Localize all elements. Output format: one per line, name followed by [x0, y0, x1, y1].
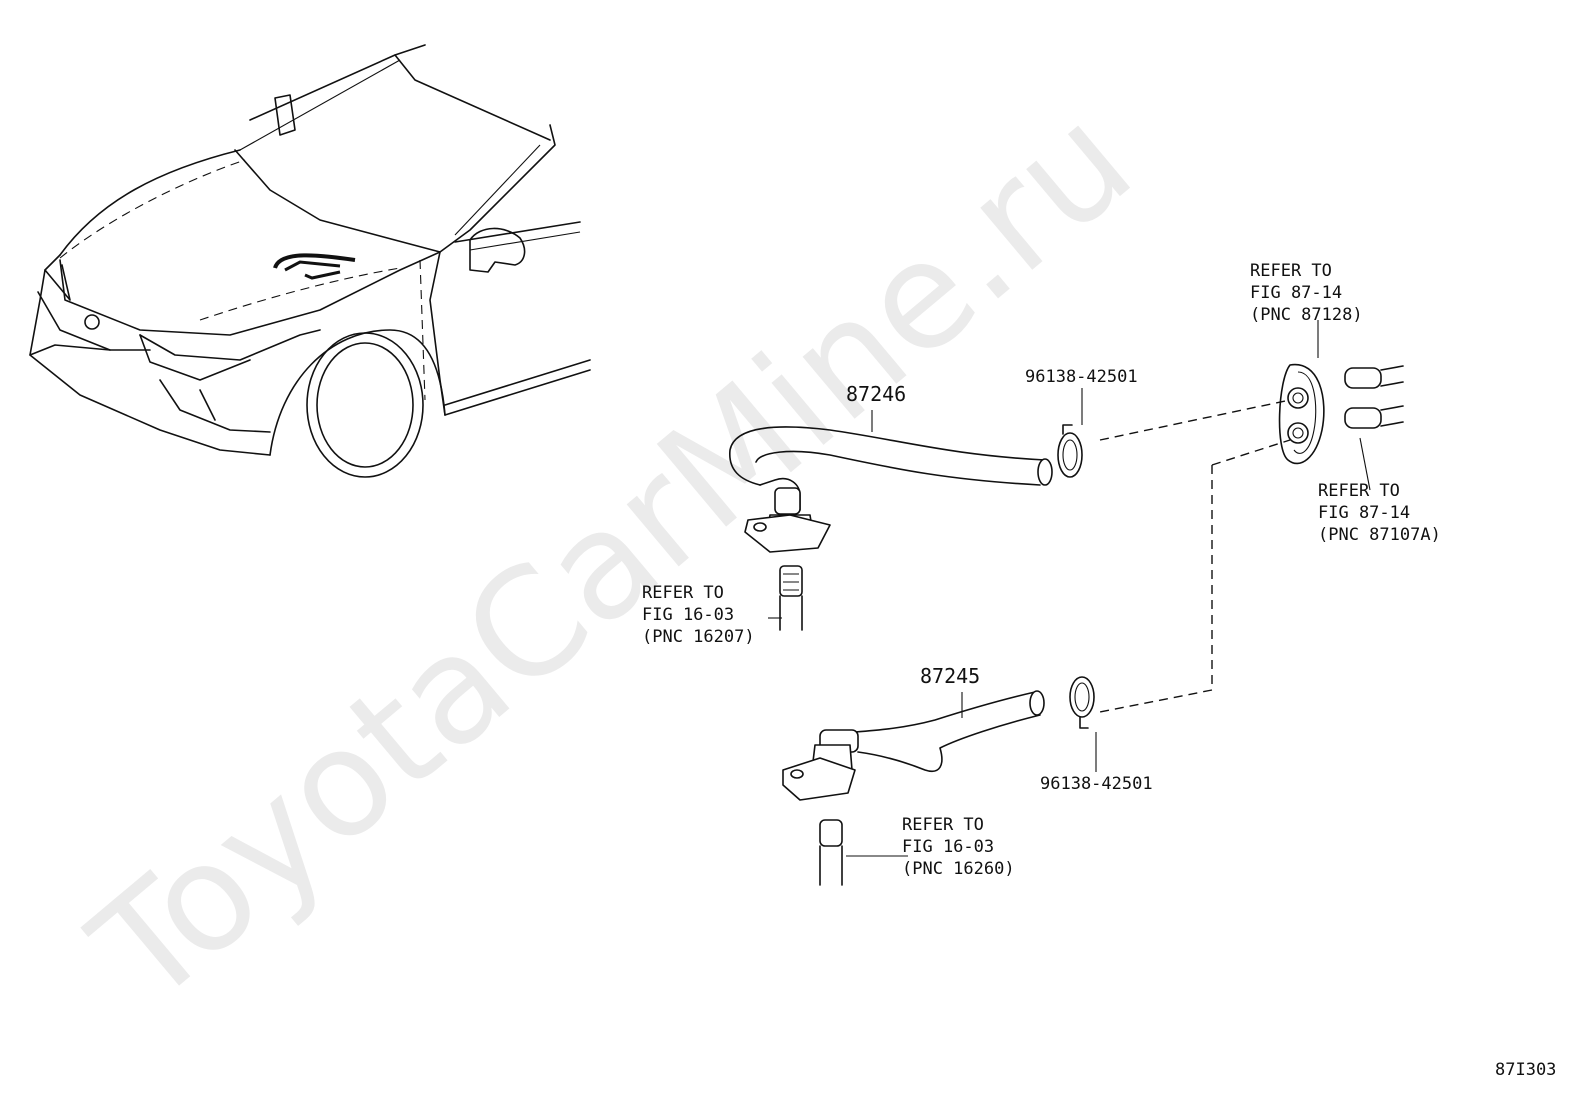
hose-87246: [729, 426, 1053, 631]
ref-line: REFER TO: [642, 583, 724, 603]
clip-lower: [1069, 676, 1095, 729]
leader-lines: [768, 320, 1371, 857]
nozzle-pipes: [1344, 365, 1404, 429]
ref-grommet: REFER TO FIG 87-14 (PNC 87128): [1250, 261, 1363, 325]
watermark: ToyotaCarMine.ru: [61, 74, 1163, 1037]
clip-upper: [1057, 424, 1083, 478]
grommet-87128: [1278, 363, 1325, 465]
ref-lower-fitting: REFER TO FIG 16-03 (PNC 16260): [902, 815, 1015, 879]
ref-line: FIG 87-14: [1250, 283, 1342, 303]
ref-line: REFER TO: [1250, 261, 1332, 281]
ref-line: FIG 16-03: [902, 837, 994, 857]
ref-line: (PNC 16207): [642, 627, 755, 647]
part-number-clip-upper: 96138-42501: [1025, 367, 1138, 387]
part-number-clip-lower: 96138-42501: [1040, 774, 1153, 794]
ref-line: (PNC 16260): [902, 859, 1015, 879]
ref-line: (PNC 87128): [1250, 305, 1363, 325]
ref-upper-fitting: REFER TO FIG 16-03 (PNC 16207): [642, 583, 755, 647]
ref-line: FIG 16-03: [642, 605, 734, 625]
figure-code: 87I303: [1495, 1060, 1556, 1080]
part-number-87245: 87245: [920, 664, 980, 688]
hose-87245: [782, 690, 1045, 886]
ref-line: FIG 87-14: [1318, 503, 1410, 523]
car-illustration: [29, 44, 591, 478]
ref-nozzle-pipe: REFER TO FIG 87-14 (PNC 87107A): [1318, 481, 1441, 545]
ref-line: (PNC 87107A): [1318, 525, 1441, 545]
ref-line: REFER TO: [1318, 481, 1400, 501]
part-number-87246: 87246: [846, 382, 906, 406]
ref-line: REFER TO: [902, 815, 984, 835]
connection-lines: [1099, 399, 1291, 713]
